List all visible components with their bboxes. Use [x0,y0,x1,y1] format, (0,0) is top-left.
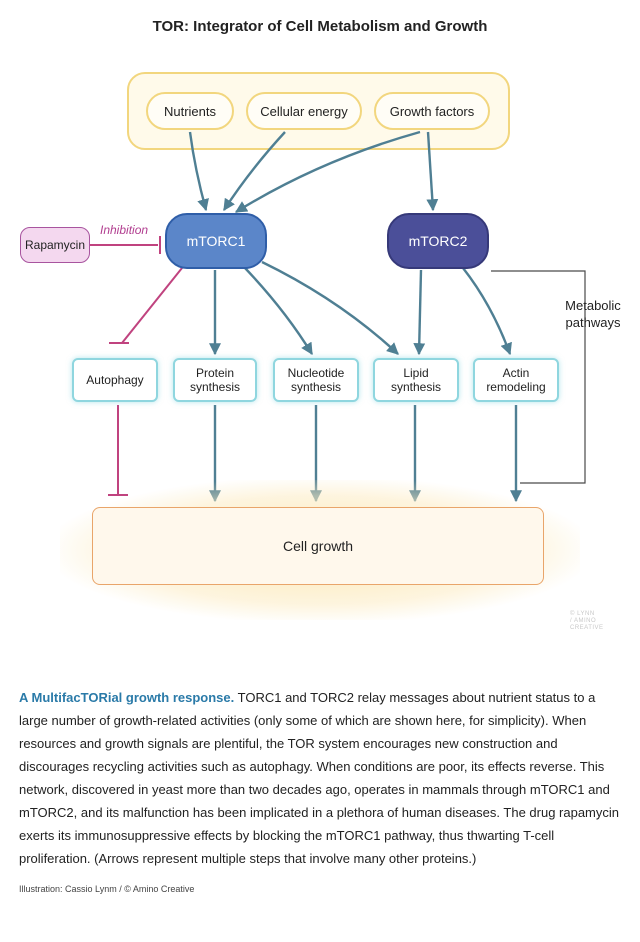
arrow-nutrients-mtorc1 [188,131,209,212]
mtorc2-node: mTORC2 [387,213,489,269]
inhibition-mtorc1-autophagy [121,267,183,344]
diagram-title: TOR: Integrator of Cell Metabolism and G… [152,18,488,35]
rapamycin-node: Rapamycin [20,227,90,263]
growth-factors-node: Growth factors [374,92,490,130]
cell-growth-node: Cell growth [92,507,544,585]
protein-synthesis-node: Protein synthesis [173,358,257,402]
arrow-growth-mtorc2 [426,131,439,212]
caption-body: TORC1 and TORC2 relay messages about nut… [19,690,620,866]
arrow-mtorc2-lipid [413,269,426,356]
figure-caption: A MultifacTORial growth response. TORC1 … [19,686,625,870]
metabolic-pathways-label: Metabolic pathways [565,298,621,330]
nucleotide-synthesis-node: Nucleotide synthesis [273,358,359,402]
arrow-mtorc1-lipid [261,260,399,355]
lipid-synthesis-node: Lipid synthesis [373,358,459,402]
caption-lead: A MultifacTORial growth response. [19,690,235,705]
arrow-energy-mtorc1 [222,131,286,212]
illustration-credit: Illustration: Cassio Lynm / © Amino Crea… [19,884,195,894]
actin-remodeling-node: Actin remodeling [473,358,559,402]
arrow-mtorc1-nucleotide [244,267,314,356]
nutrients-node: Nutrients [146,92,234,130]
mtorc1-node: mTORC1 [165,213,267,269]
artist-watermark: © LYNN / AMINO CREATIVE [570,611,604,631]
autophagy-node: Autophagy [72,358,158,402]
arrow-mtorc2-actin [462,267,512,356]
inhibition-label: Inhibition [100,223,149,237]
arrow-growth-mtorc1 [234,130,421,214]
cellular-energy-node: Cellular energy [246,92,362,130]
